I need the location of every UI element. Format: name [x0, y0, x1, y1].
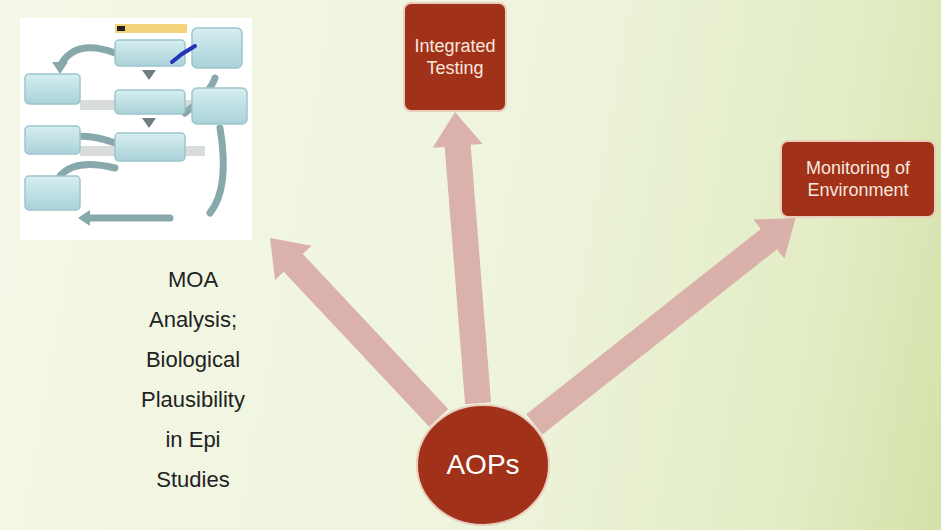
- block-arrow: [433, 112, 491, 404]
- illustration-tag-mark: [117, 26, 125, 31]
- ellipse-shape: [417, 405, 549, 525]
- node-label: Monitoring of Environment: [788, 157, 928, 201]
- flowchart-illustration: [20, 18, 252, 240]
- block-arrow: [526, 218, 795, 435]
- illustration-node: MOA Analysis; Biological Plausibility in…: [20, 18, 270, 518]
- process-box: Integrated Testing: [403, 2, 507, 112]
- block-arrow: [270, 238, 448, 427]
- illustration-ground: [20, 18, 252, 240]
- process-box: Monitoring of Environment: [780, 140, 936, 218]
- illustration-tag: [115, 24, 187, 33]
- node-label: Integrated Testing: [411, 35, 499, 79]
- node-label: AOPs: [446, 449, 519, 481]
- node-caption: MOA Analysis; Biological Plausibility in…: [130, 260, 256, 500]
- illustration-boxes: [25, 28, 247, 210]
- illustration-check: [172, 46, 195, 62]
- illustration-triangles: [142, 70, 156, 128]
- central-ellipse: AOPs: [415, 403, 551, 527]
